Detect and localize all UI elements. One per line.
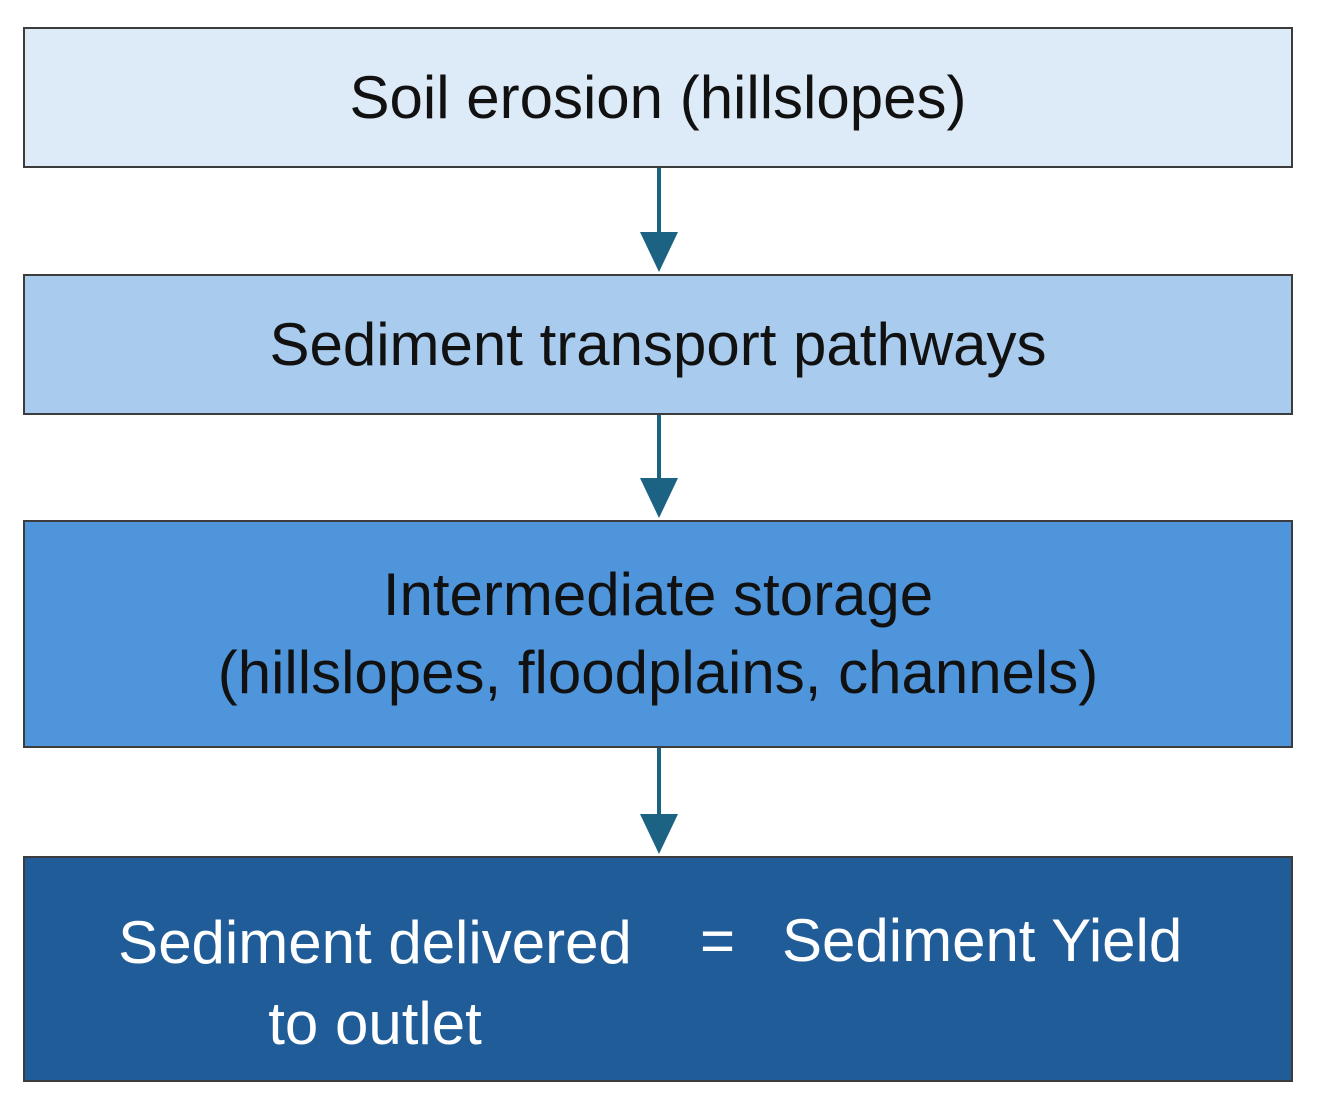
soil-erosion-box: Soil erosion (hillslopes) <box>23 27 1293 168</box>
arrow-down-icon <box>640 415 678 518</box>
equals-sign: = <box>700 907 736 974</box>
sediment-delivered-line-2: to outlet <box>268 990 482 1057</box>
soil-erosion-label: Soil erosion (hillslopes) <box>349 63 967 131</box>
sediment-transport-label: Sediment transport pathways <box>269 310 1047 378</box>
sediment-yield-label: Sediment Yield <box>782 907 1183 974</box>
sediment-delivered-box: Sediment delivered to outlet = Sediment … <box>23 856 1293 1082</box>
intermediate-storage-label: Intermediate storage <box>382 561 934 628</box>
arrow-down-icon <box>640 168 678 272</box>
sediment-delivered-label: Sediment delivered to outlet <box>65 902 685 1064</box>
intermediate-storage-box: Intermediate storage (hillslopes, floodp… <box>23 520 1293 748</box>
intermediate-storage-sublabel: (hillslopes, floodplains, channels) <box>217 639 1099 706</box>
arrow-down-icon <box>640 748 678 854</box>
sediment-delivered-line-1: Sediment delivered <box>118 909 632 976</box>
sediment-transport-box: Sediment transport pathways <box>23 274 1293 415</box>
